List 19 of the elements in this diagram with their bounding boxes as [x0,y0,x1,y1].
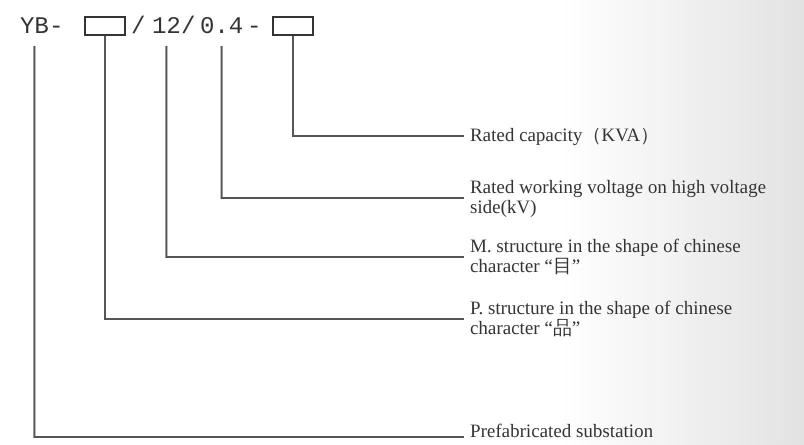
leader-line [220,46,464,199]
description-text: P. structure in the shape of chinese character “品” [464,297,784,341]
separator-sign: - [49,13,64,43]
blank-box [272,16,314,36]
leader-line [292,36,464,137]
separator-sign: / [181,13,196,43]
description-text: Rated capacity（KVA） [464,124,784,148]
code-part: 0.4 [200,10,244,46]
leader-line [104,36,464,320]
separator-sign: - [247,13,262,43]
leader-line [33,46,464,438]
separator-sign: / [131,13,146,43]
description-text: Prefabricated substation [464,420,784,444]
blank-box [84,16,126,36]
leader-line [165,46,464,258]
description-text: Rated working voltage on high voltage side(kV) [464,176,784,220]
code-part: 12 [152,10,181,46]
description-text: M. structure in the shape of chinese character “目” [464,235,784,279]
code-part: YB [20,10,49,46]
